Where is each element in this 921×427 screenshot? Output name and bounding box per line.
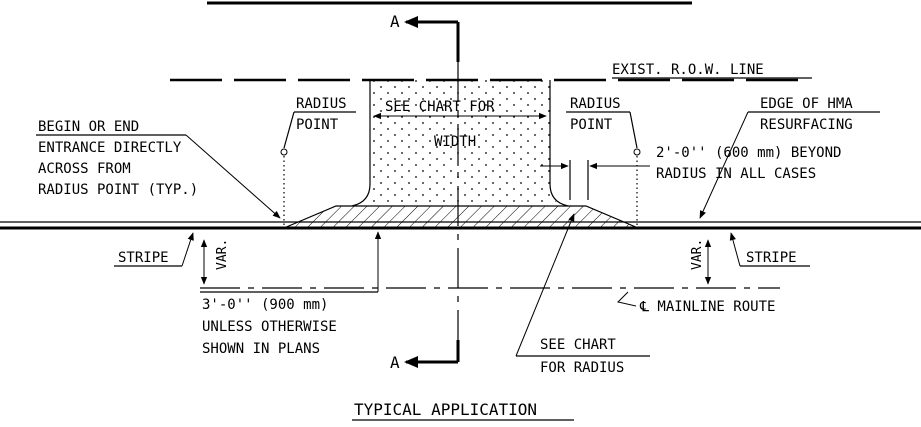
begin-end-label-4: RADIUS POINT (TYP.) (38, 182, 198, 198)
stripe-left-label: STRIPE (118, 250, 169, 266)
beyond-label-2: RADIUS IN ALL CASES (656, 166, 816, 182)
section-mark-top: A (390, 12, 400, 31)
stripe-right-leader (729, 232, 741, 267)
radius-point-right-leader (629, 111, 638, 149)
var-right-label: VAR. (690, 239, 705, 270)
radius-point-left-1: RADIUS (296, 96, 347, 112)
edge-hma-leader (699, 111, 749, 219)
driveway-area (354, 80, 568, 206)
edge-hma-label-1: EDGE OF HMA (760, 96, 853, 112)
section-arrowhead-bottom (404, 356, 418, 368)
begin-end-label-2: ENTRANCE DIRECTLY (38, 140, 182, 156)
begin-end-leader (185, 134, 281, 219)
radius-point-right-2: POINT (570, 117, 613, 133)
offset-label-1: 3'-0'' (900 mm) (202, 297, 328, 313)
driveway-right-edge (549, 80, 569, 207)
see-chart-width-label-1: SEE CHART FOR (385, 99, 495, 115)
beyond-label-1: 2'-0'' (600 mm) BEYOND (656, 145, 841, 161)
see-chart-width-label-2: WIDTH (434, 134, 476, 150)
offset-label-2: UNLESS OTHERWISE (202, 319, 337, 335)
radius-point-right-1: RADIUS (570, 96, 621, 112)
edge-hma-label-2: RESURFACING (760, 117, 853, 133)
stripe-left-leader (181, 232, 194, 267)
mainline-label: ℄ MAINLINE ROUTE (639, 299, 775, 315)
offset-label-3: SHOWN IN PLANS (202, 341, 320, 357)
exist-row-label: EXIST. R.O.W. LINE (612, 62, 764, 78)
radius-point-left-leader (283, 111, 295, 149)
see-chart-radius-leader (515, 213, 575, 357)
see-chart-radius-label-2: FOR RADIUS (540, 360, 624, 376)
section-arrowhead-top (404, 16, 418, 28)
begin-end-label-3: ACROSS FROM (38, 161, 131, 177)
radius-point-left-2: POINT (296, 117, 339, 133)
var-left-label: VAR. (215, 239, 230, 270)
see-chart-radius-label-1: SEE CHART (540, 337, 616, 353)
driveway-left-edge (351, 80, 371, 207)
begin-end-label-1: BEGIN OR END (38, 119, 139, 135)
drawing-title: TYPICAL APPLICATION (354, 400, 537, 419)
stripe-right-label: STRIPE (746, 250, 797, 266)
radius-point-left-marker (280, 148, 288, 156)
mainline-leader (617, 291, 637, 307)
hma-taper (283, 205, 639, 229)
radius-point-right-marker (633, 148, 641, 156)
section-mark-bottom: A (390, 353, 400, 372)
